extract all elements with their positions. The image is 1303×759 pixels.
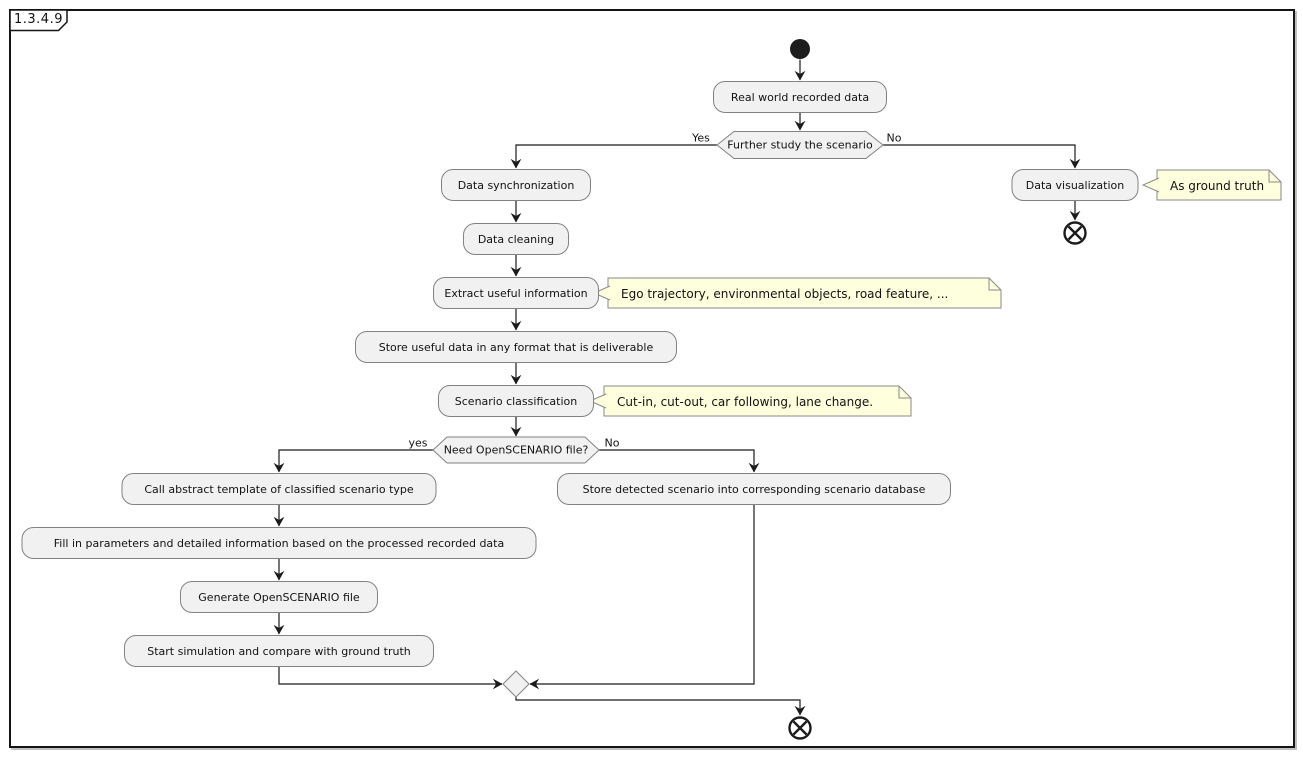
branch-label-no-decision1: No (886, 131, 902, 145)
frame-label: 1.3.4.9 (14, 12, 63, 27)
activity-real-world-recorded-data: Real world recorded data (713, 81, 887, 113)
activity-call-abstract-template: Call abstract template of classified sce… (121, 473, 437, 505)
decision-need-openscenario-label: Need OpenSCENARIO file? (443, 443, 589, 457)
activity-store-useful-data: Store useful data in any format that is … (355, 331, 677, 363)
activity-data-cleaning: Data cleaning (463, 223, 569, 255)
activity-generate-openscenario-file: Generate OpenSCENARIO file (180, 581, 378, 613)
note-classification: Cut-in, cut-out, car following, lane cha… (617, 395, 874, 409)
branch-label-yes-decision1: Yes (692, 131, 710, 145)
activity-extract-useful-information: Extract useful information (433, 277, 599, 309)
note-ground-truth: As ground truth (1170, 179, 1265, 193)
activity-start-simulation: Start simulation and compare with ground… (124, 635, 434, 667)
activity-scenario-classification: Scenario classification (438, 385, 594, 417)
activity-data-visualization: Data visualization (1011, 169, 1139, 201)
decision-further-study-label: Further study the scenario (727, 138, 873, 152)
note-extract: Ego trajectory, environmental objects, r… (621, 287, 949, 301)
diagram-frame (9, 9, 1295, 748)
activity-data-synchronization: Data synchronization (441, 169, 591, 201)
branch-label-yes-decision2: yes (408, 436, 428, 450)
branch-label-no-decision2: No (604, 436, 620, 450)
activity-store-detected-scenario: Store detected scenario into correspondi… (557, 473, 951, 505)
activity-fill-in-parameters: Fill in parameters and detailed informat… (21, 527, 537, 559)
